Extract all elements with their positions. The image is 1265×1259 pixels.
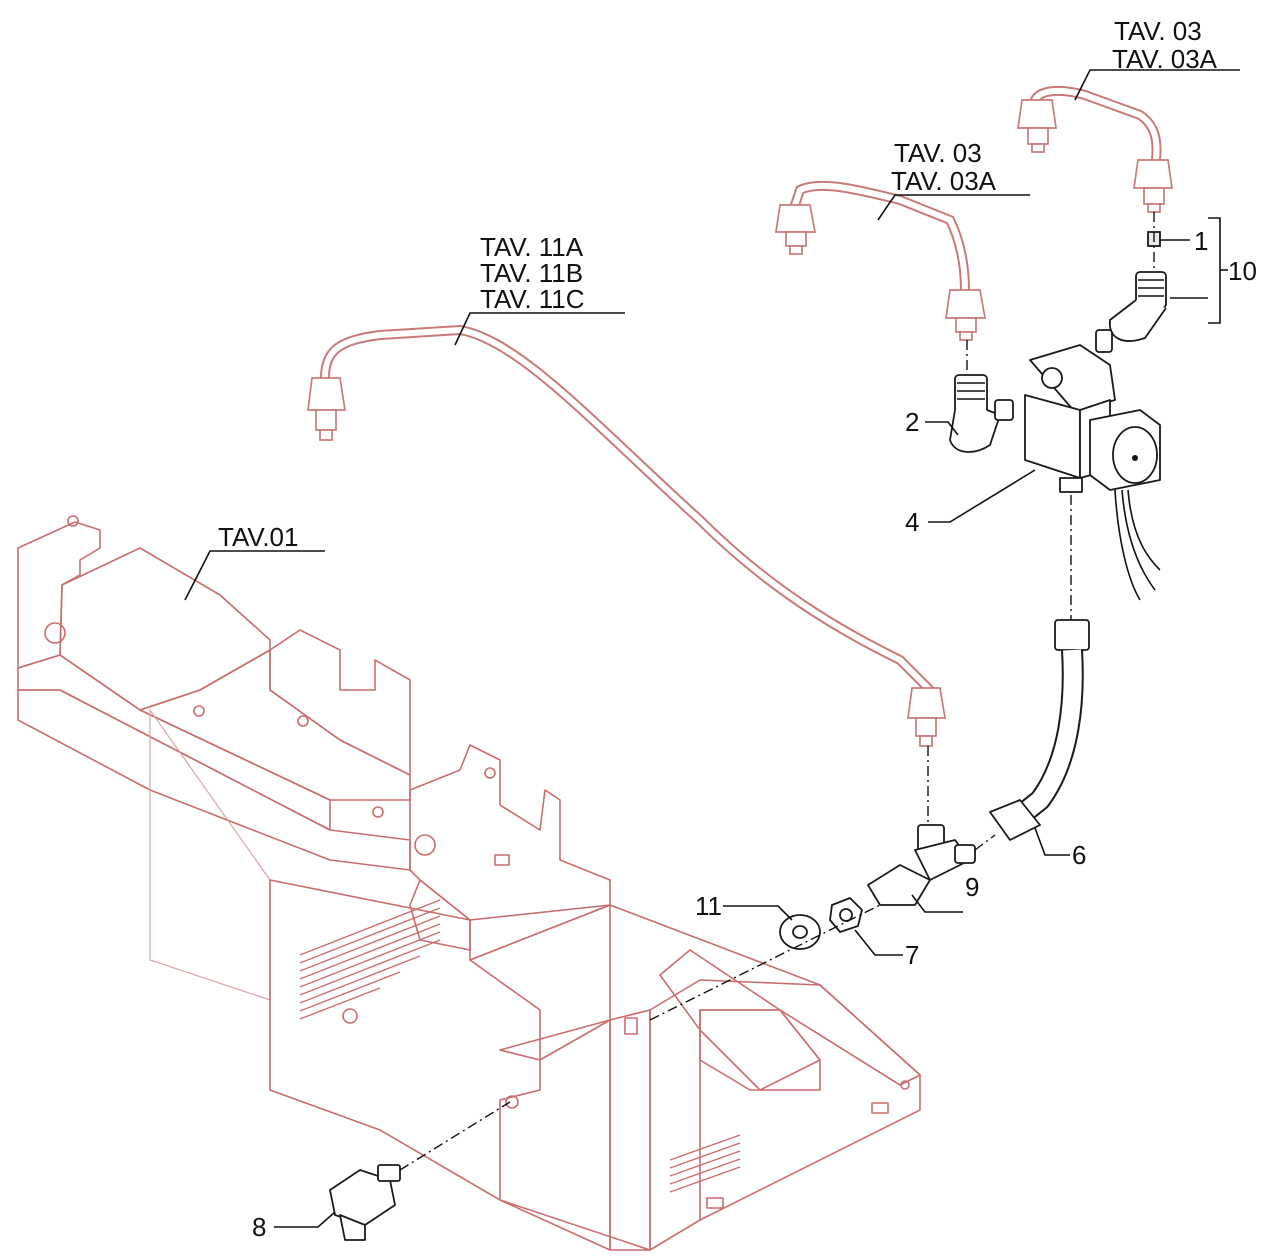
pipe-tav03-middle [775,180,987,341]
ref-tav03-mid-1: TAV. 03 [894,138,982,168]
ref-tav03-top-1: TAV. 03 [1114,16,1202,46]
part-10-elbow-upper [1095,271,1167,353]
pipe-tav03-top [1017,85,1173,213]
part-9-tee-fitting [867,824,976,906]
part-8-sensor [329,1164,401,1241]
vent-grille-left [299,899,441,1020]
part-number-6: 6 [1072,840,1086,870]
ref-tav11-3: TAV. 11C [480,284,585,314]
ref-tav03-mid-2: TAV. 03A [891,166,997,196]
part-2-elbow [949,374,1014,453]
reference-labels: TAV. 03 TAV. 03A TAV. 03 TAV. 03A TAV. 1… [218,16,1218,552]
part-number-11: 11 [695,891,722,921]
part-6-flexible-hose [989,619,1090,841]
part-11-washer [779,914,821,950]
part-4-solenoid-valve [1024,344,1161,601]
part-number-7: 7 [905,940,919,970]
part-number-4: 4 [905,507,919,537]
ref-tav11-2: TAV. 11B [480,258,583,288]
frame-chassis [17,515,921,1251]
ref-tav03-top-2: TAV. 03A [1112,44,1218,74]
leader-lines [184,69,1240,1228]
ref-tav11-1: TAV. 11A [480,232,584,262]
part-number-2: 2 [905,407,919,437]
ref-tav01: TAV.01 [218,522,298,552]
part-number-1: 1 [1194,226,1208,256]
part-number-labels: 1 10 2 4 6 9 7 11 8 [252,226,1257,1242]
part-number-8: 8 [252,1212,266,1242]
part-number-9: 9 [965,872,979,902]
pipe-tav11 [307,324,947,747]
part-7-nut [829,897,863,933]
vent-grille-right [669,1134,741,1193]
part-number-10: 10 [1228,256,1257,286]
